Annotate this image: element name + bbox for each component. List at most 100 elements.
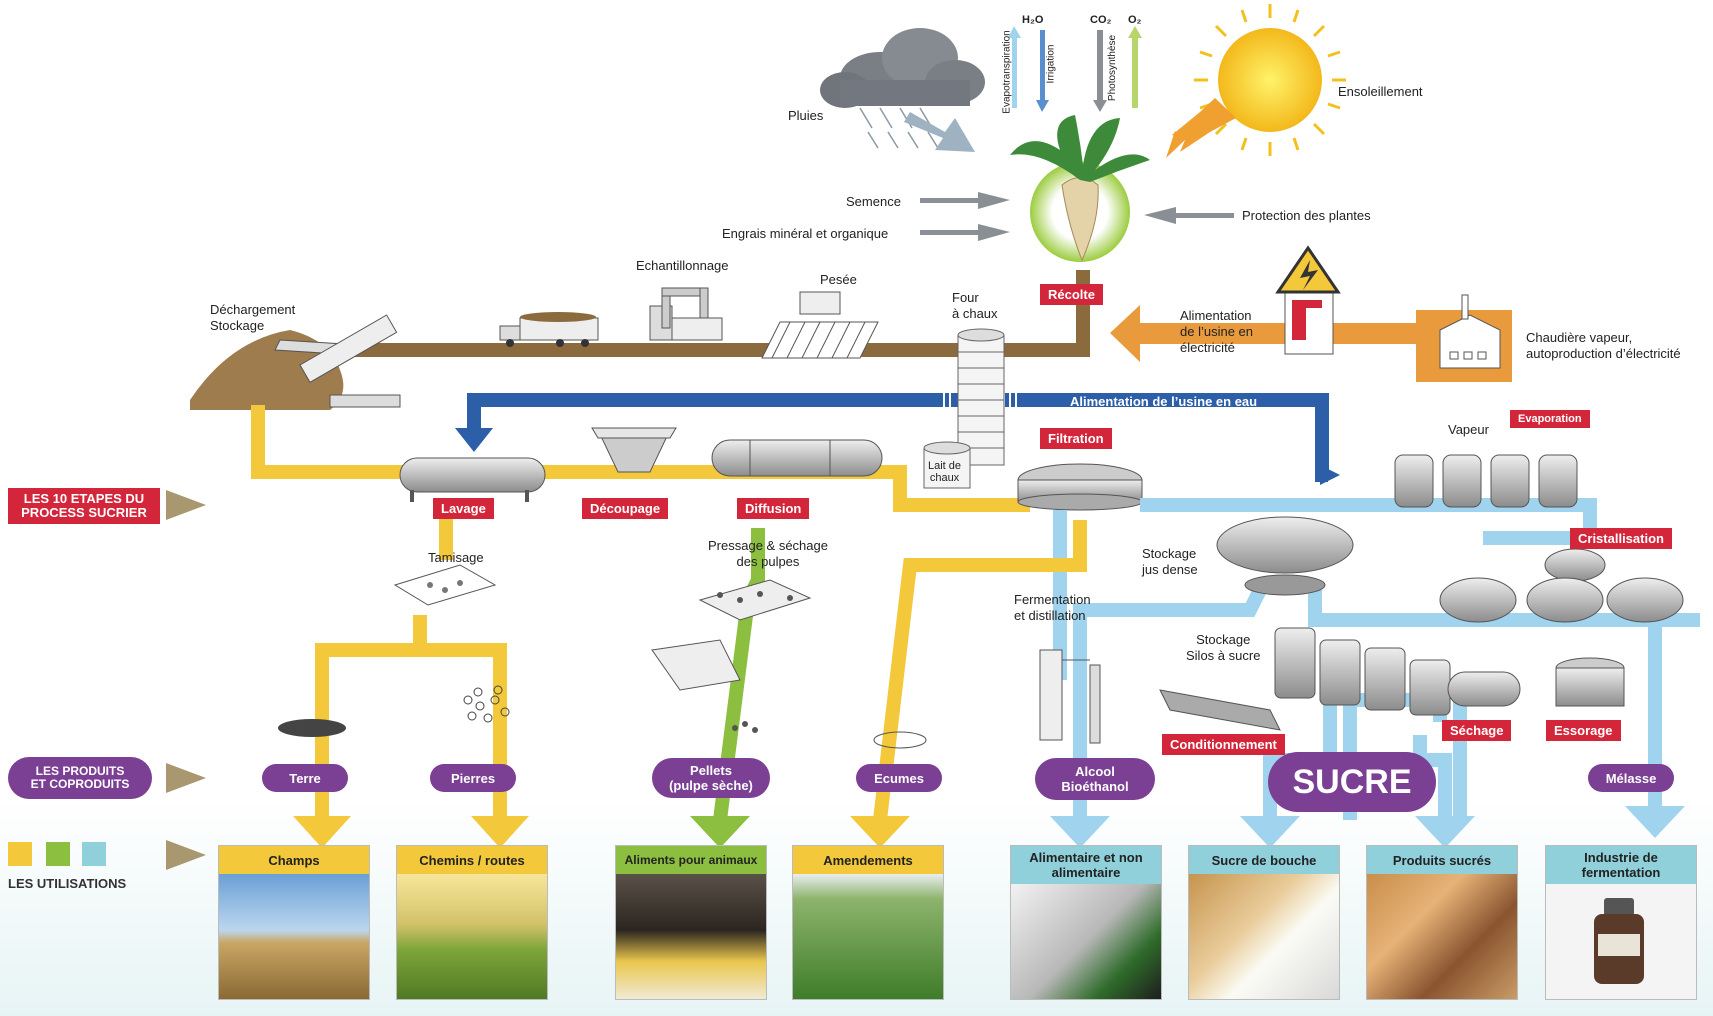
legend-color-swatches bbox=[8, 842, 106, 866]
rain-arrow bbox=[904, 112, 975, 152]
weighbridge-icon bbox=[761, 291, 879, 359]
product-pierres: Pierres bbox=[430, 764, 516, 792]
product-terre: Terre bbox=[262, 764, 348, 792]
pluies-label: Pluies bbox=[788, 108, 824, 123]
use-sucre-bouche-title: Sucre de bouche bbox=[1189, 846, 1339, 874]
fermentation-label: Fermentation et distillation bbox=[1014, 592, 1091, 623]
washer-tank bbox=[399, 457, 546, 502]
tamisage-label: Tamisage bbox=[428, 550, 484, 565]
use-amendements-title: Amendements bbox=[793, 846, 943, 874]
products-section-title: LES PRODUITS ET COPRODUITS bbox=[8, 757, 152, 799]
semence-label: Semence bbox=[846, 194, 901, 209]
step-decoupage: Découpage bbox=[582, 498, 669, 519]
use-produits-sucres: Produits sucrés bbox=[1366, 845, 1518, 1000]
diffuser-drum bbox=[711, 439, 883, 477]
stockage-silos-label: Stockage Silos à sucre bbox=[1186, 632, 1261, 663]
irrigation-label: Irrigation bbox=[1045, 44, 1057, 84]
high-voltage-icon bbox=[1275, 245, 1341, 294]
use-aliments-title: Aliments pour animaux bbox=[616, 846, 766, 874]
lime-milk-tank bbox=[923, 441, 971, 489]
field-photo bbox=[219, 874, 369, 999]
dryer-drum bbox=[1447, 671, 1521, 707]
step-diffusion: Diffusion bbox=[737, 498, 810, 519]
use-chemins-title: Chemins / routes bbox=[397, 846, 547, 874]
step-recolte: Récolte bbox=[1040, 284, 1103, 305]
use-alimentaire: Alimentaire et non alimentaire bbox=[1010, 845, 1162, 1000]
pulp-pellets-icon bbox=[717, 591, 793, 733]
dense-juice-storage bbox=[1216, 516, 1354, 596]
use-aliments: Aliments pour animaux bbox=[615, 845, 767, 1000]
product-ecumes: Ecumes bbox=[856, 764, 942, 792]
sugar-cubes-photo bbox=[1189, 874, 1339, 999]
filter-tank bbox=[1017, 463, 1143, 511]
use-industrie: Industrie de fermentation bbox=[1545, 845, 1697, 1000]
step-filtration: Filtration bbox=[1040, 428, 1112, 449]
lait-label: Lait de chaux bbox=[928, 460, 962, 484]
sugar-silos bbox=[1159, 627, 1451, 731]
use-industrie-title: Industrie de fermentation bbox=[1546, 846, 1696, 884]
step-evaporation: Evaporation bbox=[1510, 410, 1590, 428]
stones-icon bbox=[463, 685, 510, 723]
gas-exchange-arrows bbox=[1008, 26, 1142, 112]
factory-icon bbox=[1439, 294, 1501, 369]
sun-icon bbox=[1194, 4, 1346, 156]
electric-cabinet-icon bbox=[1284, 291, 1334, 355]
lime-kiln-icon bbox=[957, 328, 1005, 466]
step-sechage: Séchage bbox=[1442, 720, 1512, 741]
road-photo bbox=[397, 874, 547, 999]
uses-section-title: LES UTILISATIONS bbox=[8, 876, 127, 891]
pressage-label: Pressage & séchage des pulpes bbox=[708, 538, 828, 569]
evapotranspiration-label: Evapotranspiration bbox=[1001, 30, 1013, 114]
steps-section-title: LES 10 ETAPES DU PROCESS SUCRIER bbox=[8, 488, 160, 524]
pulp-press-icon bbox=[651, 579, 812, 691]
alim-elec-label: Alimentation de l’usine en électricité bbox=[1180, 308, 1253, 355]
echantillonnage-label: Echantillonnage bbox=[636, 258, 729, 273]
photosynthese-label: Photosynthèse bbox=[1107, 34, 1119, 102]
crystallizer-tanks bbox=[1439, 548, 1684, 623]
use-alimentaire-title: Alimentaire et non alimentaire bbox=[1011, 846, 1161, 884]
engrais-label: Engrais minéral et organique bbox=[722, 226, 889, 241]
screen-table-icon bbox=[393, 564, 497, 606]
storage-pile-icon bbox=[190, 314, 401, 410]
o2-label: O₂ bbox=[1128, 14, 1142, 26]
product-sucre: SUCRE bbox=[1268, 752, 1436, 812]
process-line bbox=[251, 405, 1030, 512]
crop-photo bbox=[793, 874, 943, 999]
product-alcool: Alcool Bioéthanol bbox=[1035, 758, 1155, 800]
use-champs: Champs bbox=[218, 845, 370, 1000]
product-melasse: Mélasse bbox=[1588, 764, 1674, 792]
use-chemins: Chemins / routes bbox=[396, 845, 548, 1000]
sampling-station-icon bbox=[649, 287, 723, 341]
cow-photo bbox=[616, 874, 766, 999]
stockage-jus-label: Stockage jus dense bbox=[1142, 546, 1198, 577]
use-champs-title: Champs bbox=[219, 846, 369, 874]
soil-particles-icon bbox=[278, 719, 346, 737]
use-sucre-bouche: Sucre de bouche bbox=[1188, 845, 1340, 1000]
use-produits-sucres-title: Produits sucrés bbox=[1367, 846, 1517, 874]
step-essorage: Essorage bbox=[1546, 720, 1621, 741]
scum-icon bbox=[873, 731, 927, 749]
beet-icon bbox=[1010, 115, 1150, 262]
cloud-icon bbox=[820, 28, 985, 108]
truck-icon bbox=[499, 312, 599, 347]
fuel-nozzle-photo bbox=[1011, 884, 1161, 999]
h2o-label: H₂O bbox=[1022, 14, 1044, 26]
pastries-photo bbox=[1367, 874, 1517, 999]
ensoleillement-label: Ensoleillement bbox=[1338, 84, 1423, 99]
step-lavage: Lavage bbox=[433, 498, 494, 519]
evaporator-tanks bbox=[1394, 454, 1578, 508]
use-amendements: Amendements bbox=[792, 845, 944, 1000]
protection-label: Protection des plantes bbox=[1242, 208, 1371, 223]
vapeur-label: Vapeur bbox=[1448, 422, 1489, 437]
pesee-label: Pesée bbox=[820, 272, 857, 287]
input-arrows bbox=[920, 192, 1234, 241]
yeast-bottle-photo bbox=[1546, 884, 1696, 999]
four-label: Four à chaux bbox=[952, 290, 998, 321]
co2-label: CO₂ bbox=[1090, 14, 1112, 26]
alim-eau-label: Alimentation de l’usine en eau bbox=[1070, 394, 1258, 409]
step-cristallisation: Cristallisation bbox=[1570, 528, 1672, 549]
section-arrows bbox=[166, 490, 206, 870]
chaudiere-label: Chaudière vapeur, autoproduction d’élect… bbox=[1526, 330, 1681, 361]
step-conditionnement: Conditionnement bbox=[1162, 734, 1285, 755]
